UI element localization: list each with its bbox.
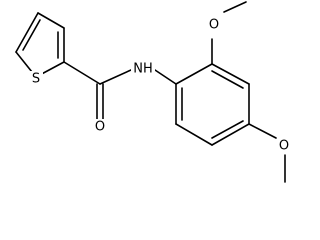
methoxy-oxygen-ortho-label: O [209,18,219,33]
bond-c2-c3-inner [211,70,244,89]
chemical-structure-diagram: S NH O O O [15,1,290,183]
bond-c4-o-para [248,123,277,139]
bond-o-ortho-methyl [223,1,247,13]
bond-c4-c5-inner [211,120,244,139]
bond-n-aryl-c1 [154,69,177,85]
bond-c5-c6 [175,123,213,146]
amide-nitrogen-label-bg [131,61,155,77]
atom-labels: S NH O O O [29,17,290,154]
bond-c5-c4 [15,12,39,53]
carbonyl-oxygen-label-bg [93,119,107,135]
sulfur-label-bg [29,71,43,87]
bond-c4-c3 [37,12,65,29]
benzene-ring [175,63,250,146]
bond-c2-c3 [211,63,250,85]
methoxy-oxygen-para-label-bg [277,138,290,154]
bond-c4-c5 [211,123,250,146]
bond-carbonyl-c-n [99,69,132,85]
methoxy-oxygen-ortho-label-bg [207,17,221,33]
amide-nitrogen-label: NH [133,62,153,77]
carbonyl-oxygen-label: O [95,120,105,135]
thiophene-ring [15,12,65,78]
bond-c5-c4-inner [22,19,41,51]
bond-c1-c2 [175,63,213,85]
methoxy-oxygen-para-label: O [279,139,289,154]
amide-group [63,61,177,120]
bond-c2-carbonyl-c [63,61,101,85]
methoxy-groups [211,1,286,183]
sulfur-atom-label: S [32,72,40,87]
